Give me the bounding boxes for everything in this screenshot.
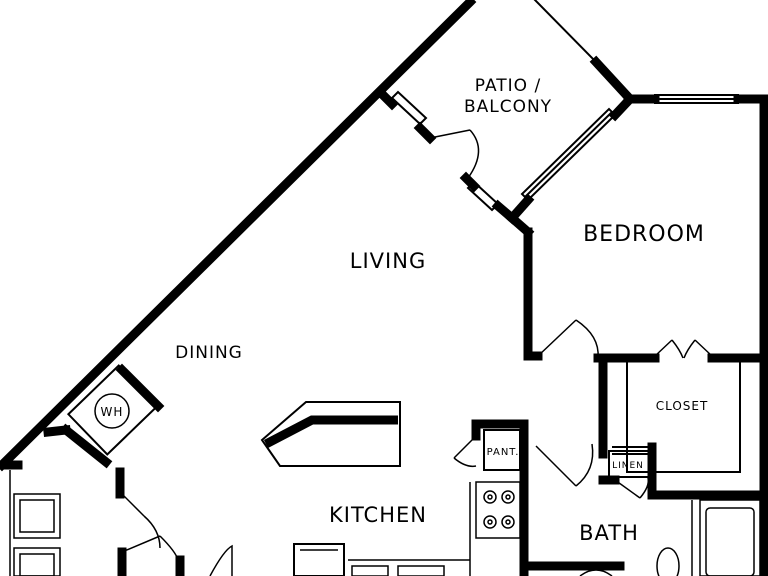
patio-window-right (520, 107, 617, 202)
patio-window-left (390, 90, 428, 126)
patio-window-low (466, 180, 500, 212)
water-heater-label: WH (101, 405, 124, 419)
kitchen-label: KITCHEN (329, 503, 427, 527)
patio-lower-wall-a (608, 92, 637, 122)
patio-outer-rail (533, 0, 598, 64)
burner-icon (501, 515, 515, 529)
patio-door (429, 129, 480, 179)
patio-left-wall-stub-2 (413, 121, 437, 145)
wh-closet-wall-bottom (59, 423, 113, 469)
dryer-icon (13, 547, 61, 576)
linen-box (608, 450, 650, 478)
diagonal-exterior-wall (0, 0, 477, 472)
burner-icon (483, 515, 497, 529)
patio-corner-wall (589, 55, 637, 106)
patio-windows (390, 90, 617, 212)
cooktop (475, 481, 521, 539)
burner-icon (501, 490, 515, 504)
linen-door (614, 477, 650, 499)
bedroom-door (537, 319, 599, 359)
bedroom-label: BEDROOM (583, 222, 705, 247)
closet-label: CLOSET (656, 399, 709, 413)
pantry-box (483, 429, 521, 471)
laundry-appliances (9, 470, 61, 576)
burner-icon (483, 490, 497, 504)
patio-walls (373, 0, 637, 225)
closet-doors (654, 339, 713, 359)
pantry-label: PANT. (487, 447, 520, 458)
patio-label-line1: PATIO / (475, 76, 541, 96)
kitchen-counter (293, 482, 471, 576)
water-heater: WH (66, 364, 160, 456)
kitchen-island (260, 401, 401, 467)
bath-door (535, 443, 594, 487)
dining-label: DINING (175, 343, 243, 363)
living-label: LIVING (350, 249, 426, 273)
patio-window-right-pane (524, 111, 613, 198)
sink-icon (579, 569, 613, 576)
pantry-door (453, 435, 477, 468)
refrigerator-icon (293, 543, 345, 576)
bathtub-icon (699, 499, 761, 576)
closet-shelving (612, 362, 741, 473)
patio-left-wall-stub (373, 85, 399, 111)
washer-icon (13, 493, 61, 539)
sink-icon (351, 565, 389, 576)
patio-label-line2: BALCONY (464, 97, 552, 117)
water-heater-icon (94, 393, 130, 429)
bath-label: BATH (579, 521, 639, 545)
linen-label: LINEN (612, 461, 644, 471)
bath-fixtures (579, 499, 761, 576)
laundry-door (121, 493, 233, 576)
bedroom-window (654, 94, 739, 104)
laundry-corner (43, 425, 71, 437)
toilet-icon (656, 547, 680, 576)
